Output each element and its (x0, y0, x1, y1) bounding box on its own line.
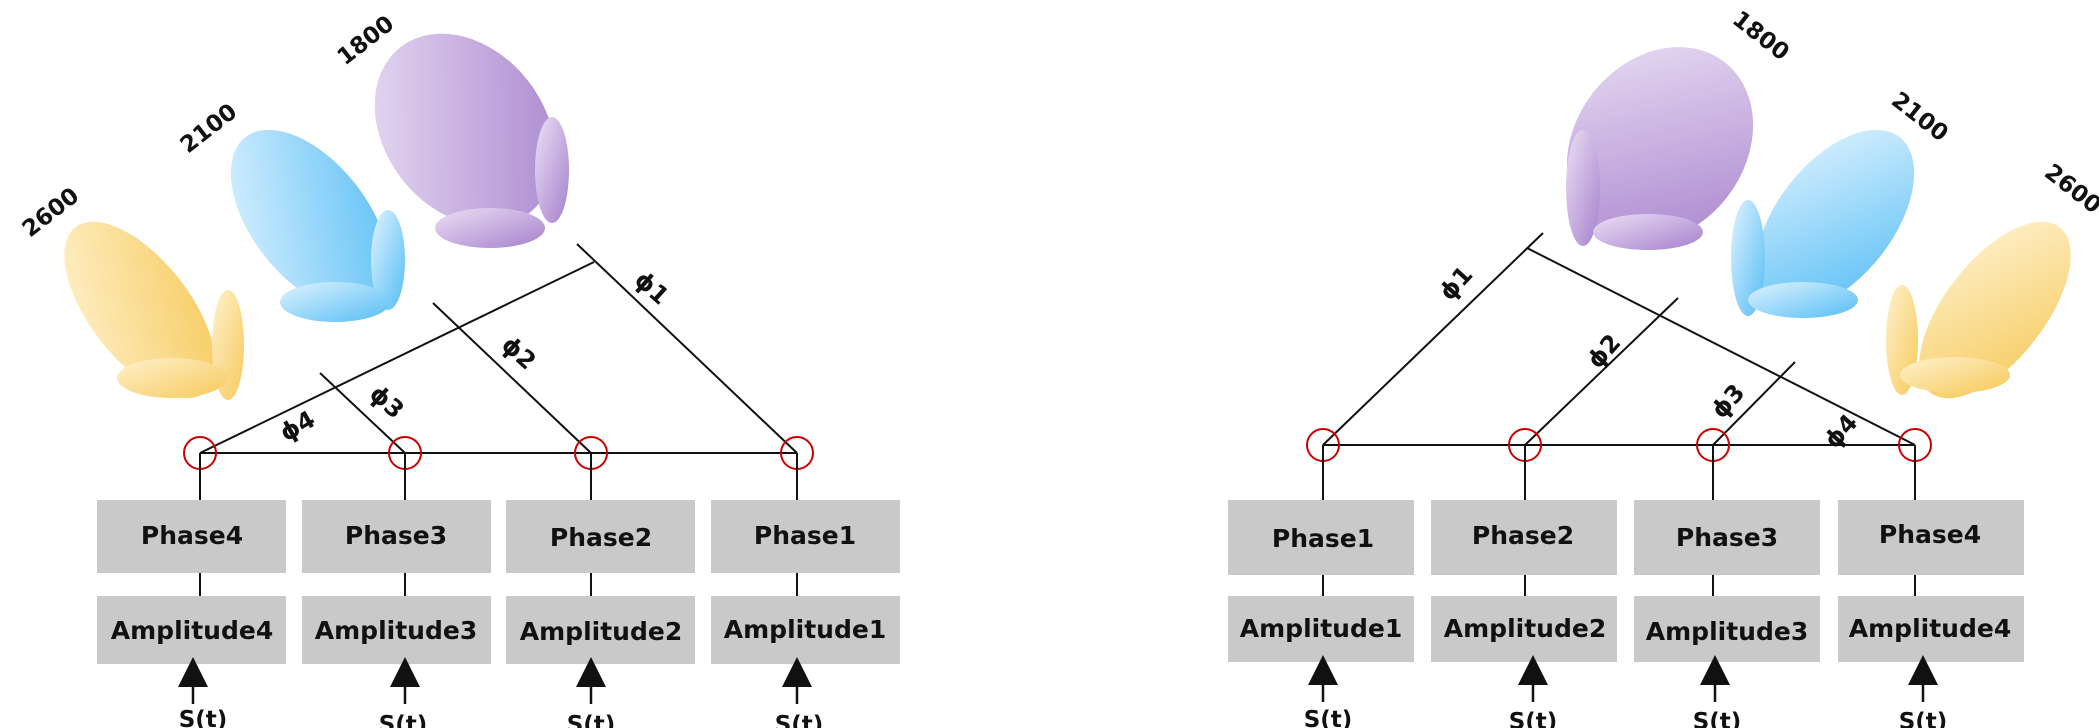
signal-label: S(t) (1693, 709, 1742, 728)
beam-label-1800: 1800 (1727, 6, 1793, 66)
amplitude-label: Amplitude1 (1240, 614, 1402, 643)
phase-label: Phase4 (1879, 520, 1981, 549)
amplitude-label: Amplitude2 (520, 617, 682, 646)
diagram-left: 2600 2100 1800 ϕ4 ϕ3 ϕ2 ϕ1 (18, 11, 900, 728)
phase-label: Phase1 (1272, 524, 1374, 553)
connector-lines (199, 453, 798, 596)
amplitude-boxes: Amplitude4 Amplitude3 Amplitude2 Amplitu… (97, 596, 900, 664)
signal-label: S(t) (1509, 709, 1558, 728)
amplitude-label: Amplitude2 (1444, 614, 1606, 643)
amplitude-label: Amplitude4 (111, 616, 273, 645)
signal-label: S(t) (775, 712, 824, 728)
amplitude-boxes: Amplitude1 Amplitude2 Amplitude3 Amplitu… (1228, 596, 2024, 662)
connector-lines (1322, 445, 1916, 596)
signal-label: S(t) (379, 712, 428, 728)
diagram-right: 1800 2100 2600 ϕ1 ϕ2 ϕ3 ϕ4 (1228, 6, 2099, 728)
amplitude-label: Amplitude1 (724, 615, 886, 644)
input-arrows (178, 657, 812, 704)
signal-label: S(t) (1304, 707, 1353, 728)
phi-label: ϕ3 (1706, 379, 1751, 424)
phase-label: Phase3 (345, 521, 447, 550)
wavefront-lines (1322, 232, 1916, 446)
phase-label: Phase3 (1676, 523, 1778, 552)
input-arrows (1308, 655, 1938, 702)
signal-label: S(t) (1899, 709, 1948, 728)
beam-2600 (64, 221, 244, 400)
phase-boxes: Phase1 Phase2 Phase3 Phase4 (1228, 500, 2024, 575)
beam-2100 (1731, 129, 1915, 318)
beam-label-2100: 2100 (176, 99, 242, 159)
phase-label: Phase2 (550, 523, 652, 552)
phi-label: ϕ1 (629, 266, 674, 311)
signal-label: S(t) (179, 707, 228, 728)
phase-label: Phase2 (1472, 521, 1574, 550)
amplitude-label: Amplitude3 (1646, 617, 1808, 646)
beam-2600 (1886, 221, 2071, 399)
amplitude-label: Amplitude3 (315, 616, 477, 645)
phi-label: ϕ2 (1582, 329, 1627, 374)
beam-1800 (1566, 47, 1754, 250)
phase-label: Phase1 (754, 521, 856, 550)
phase-boxes: Phase4 Phase3 Phase2 Phase1 (97, 500, 900, 573)
phi-label: ϕ4 (275, 405, 320, 447)
wavefront-lines (199, 243, 798, 454)
phase-label: Phase4 (141, 521, 243, 550)
signal-label: S(t) (567, 712, 616, 728)
beam-1800 (374, 33, 569, 248)
beam-label-2600: 2600 (2039, 159, 2099, 219)
beam-2100 (230, 129, 405, 322)
phi-label: ϕ1 (1434, 261, 1479, 306)
amplitude-label: Amplitude4 (1849, 614, 2011, 643)
phi-label: ϕ3 (364, 380, 409, 425)
